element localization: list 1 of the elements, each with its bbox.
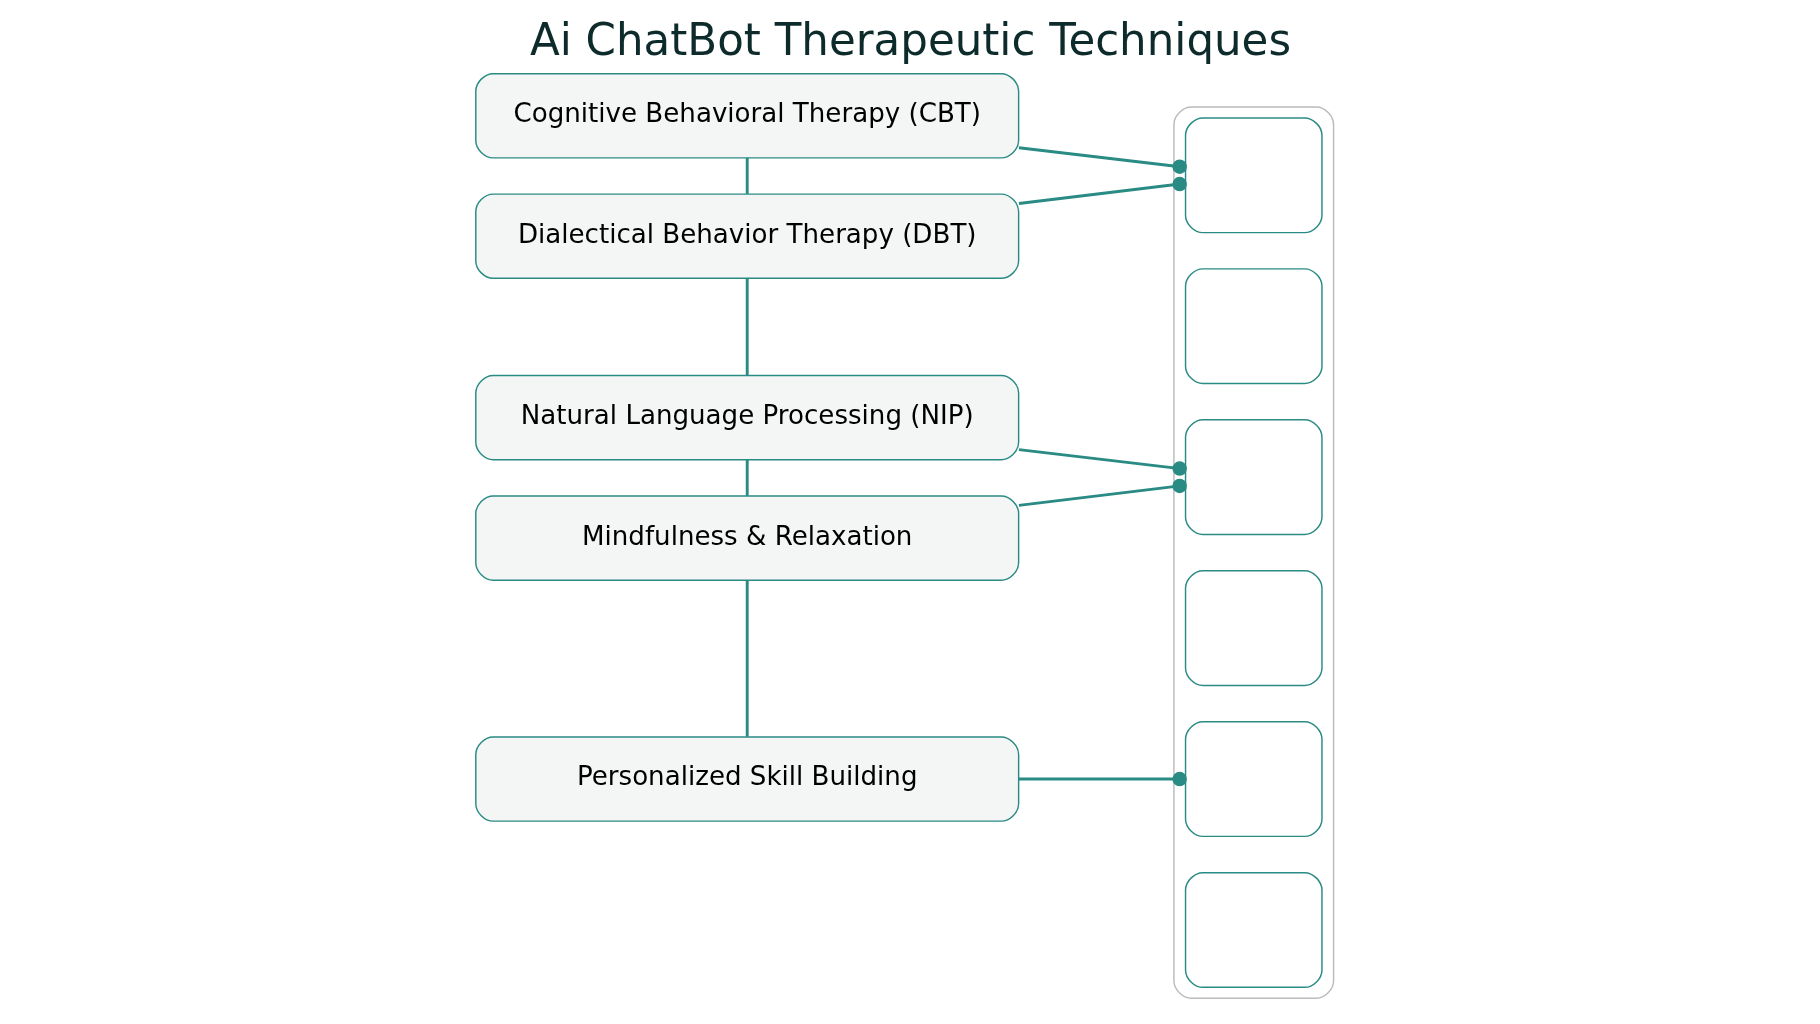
diagram-title: Ai ChatBot Therapeutic Techniques — [529, 14, 1291, 65]
